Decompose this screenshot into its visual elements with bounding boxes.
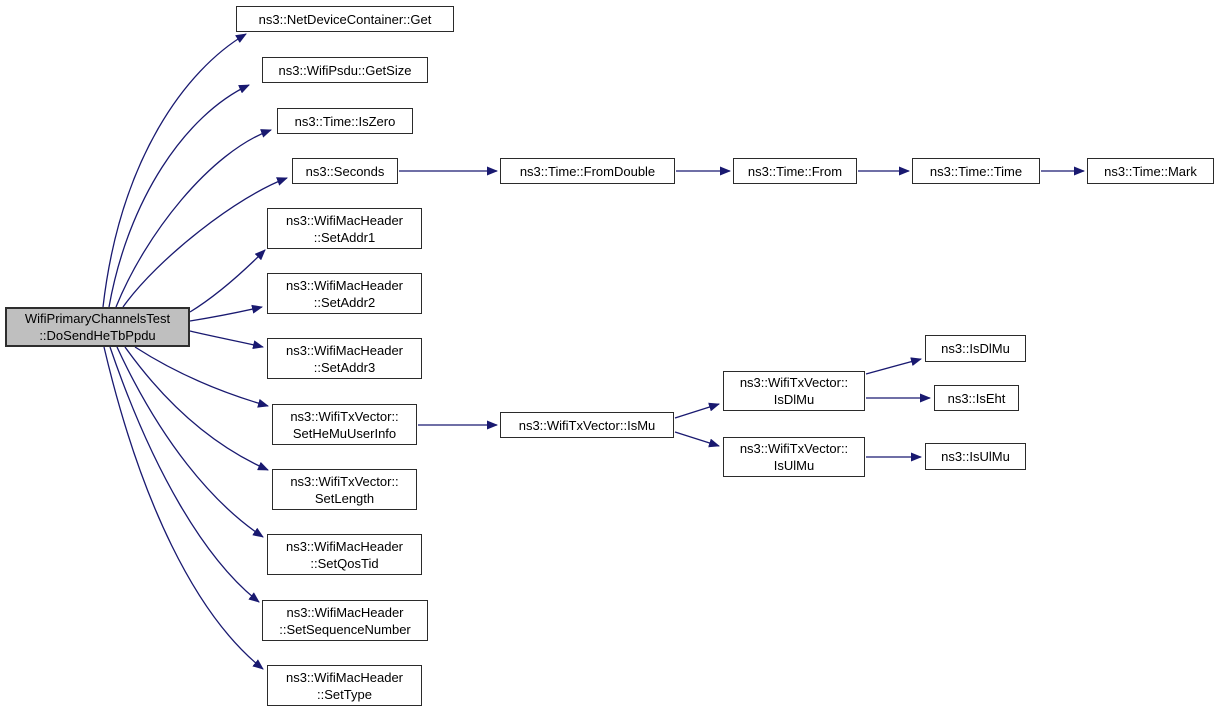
node-time-from-double[interactable]: ns3::Time::FromDouble (500, 158, 675, 184)
node-wifi-psdu-get-size[interactable]: ns3::WifiPsdu::GetSize (262, 57, 428, 83)
node-is-eht[interactable]: ns3::IsEht (934, 385, 1019, 411)
node-seconds[interactable]: ns3::Seconds (292, 158, 398, 184)
node-is-dl-mu[interactable]: ns3::IsDlMu (925, 335, 1026, 362)
node-tx-vector-is-dl-mu[interactable]: ns3::WifiTxVector:: IsDlMu (723, 371, 865, 411)
node-set-addr1[interactable]: ns3::WifiMacHeader ::SetAddr1 (267, 208, 422, 249)
node-time-time[interactable]: ns3::Time::Time (912, 158, 1040, 184)
node-set-addr2[interactable]: ns3::WifiMacHeader ::SetAddr2 (267, 273, 422, 314)
node-time-is-zero[interactable]: ns3::Time::IsZero (277, 108, 413, 134)
edge-source-to-setaddr1 (189, 249, 266, 313)
edge-source-to-setqostid (116, 346, 264, 538)
node-set-qos-tid[interactable]: ns3::WifiMacHeader ::SetQosTid (267, 534, 422, 575)
node-do-send-he-tb-ppdu: WifiPrimaryChannelsTest ::DoSendHeTbPpdu (5, 307, 190, 347)
edge-source-to-wifipsdu-getsize (108, 84, 250, 308)
edge-source-to-settype (103, 346, 264, 670)
edge-source-to-sethemuuserinfo (134, 346, 269, 408)
node-tx-vector-is-mu[interactable]: ns3::WifiTxVector::IsMu (500, 412, 674, 438)
edge-source-to-setaddr3 (189, 330, 264, 350)
node-is-ul-mu[interactable]: ns3::IsUlMu (925, 443, 1026, 470)
edge-source-to-setsequencenumber (109, 346, 260, 603)
edge-ismu-to-txvector-isdlmu (674, 402, 720, 419)
edge-source-to-seconds (122, 177, 288, 308)
node-time-mark[interactable]: ns3::Time::Mark (1087, 158, 1214, 184)
node-tx-vector-is-ul-mu[interactable]: ns3::WifiTxVector:: IsUlMu (723, 437, 865, 477)
edge-source-to-setaddr2 (189, 304, 263, 322)
node-time-from[interactable]: ns3::Time::From (733, 158, 857, 184)
edge-ismu-to-txvector-isulmu (674, 431, 720, 448)
node-set-length[interactable]: ns3::WifiTxVector:: SetLength (272, 469, 417, 510)
edge-source-to-netdevicecontainer-get (102, 33, 247, 308)
edge-txvector-isdlmu-to-isdlmu (865, 357, 922, 375)
node-set-he-mu-user-info[interactable]: ns3::WifiTxVector:: SetHeMuUserInfo (272, 404, 417, 445)
node-set-sequence-number[interactable]: ns3::WifiMacHeader ::SetSequenceNumber (262, 600, 428, 641)
edge-source-to-time-iszero (115, 129, 272, 308)
node-set-type[interactable]: ns3::WifiMacHeader ::SetType (267, 665, 422, 706)
edge-source-to-setlength (124, 346, 269, 471)
node-net-device-container-get[interactable]: ns3::NetDeviceContainer::Get (236, 6, 454, 32)
node-set-addr3[interactable]: ns3::WifiMacHeader ::SetAddr3 (267, 338, 422, 379)
